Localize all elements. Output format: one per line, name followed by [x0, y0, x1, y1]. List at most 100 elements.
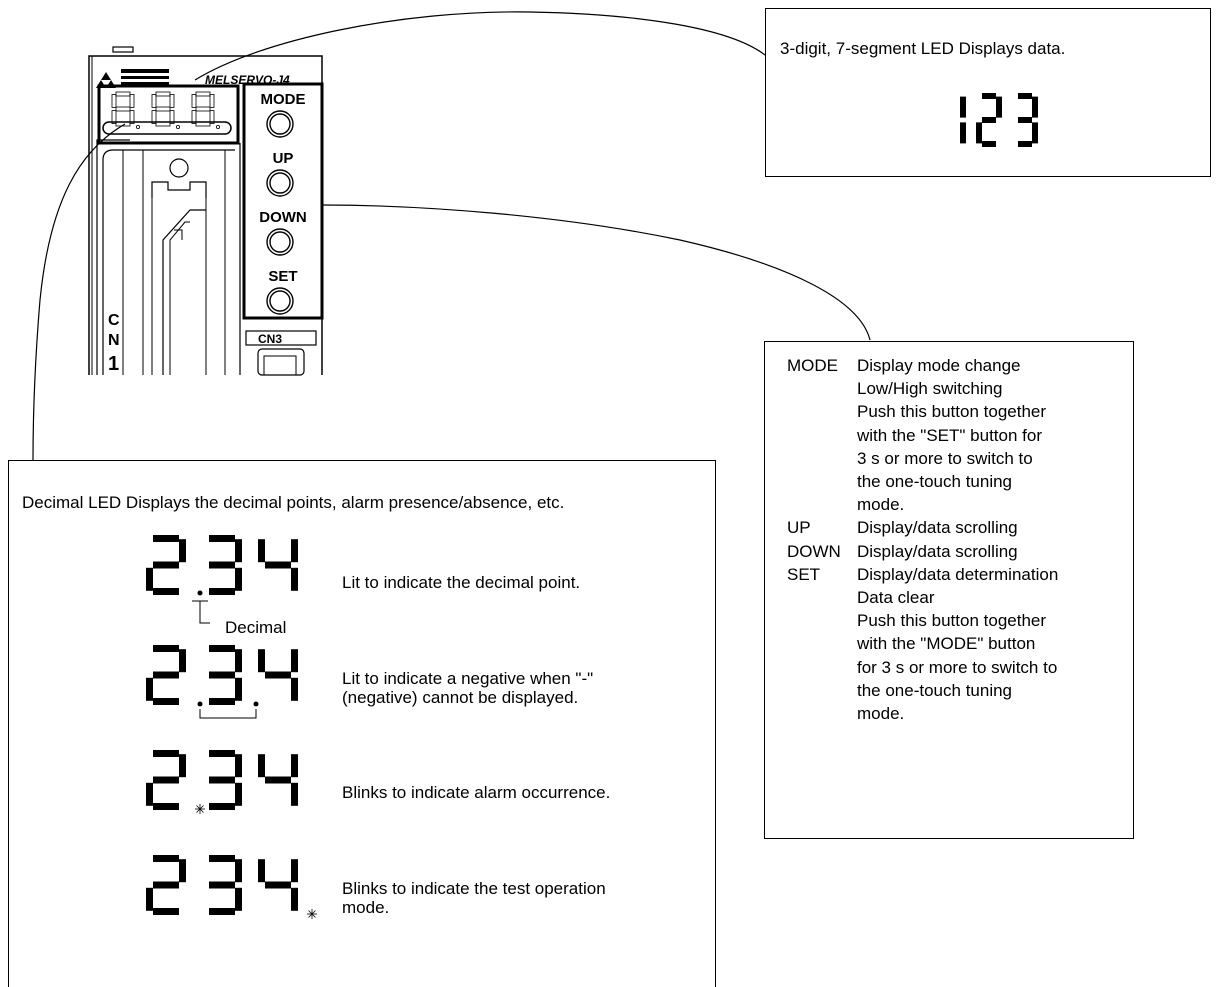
digit-segment-d	[209, 698, 235, 705]
led-description-box: 3-digit, 7-segment LED Displays data.	[765, 8, 1211, 177]
decimal-example-4-digits	[146, 855, 317, 919]
digit-segment-a	[153, 750, 179, 757]
button-description-line: Display mode change	[857, 356, 1021, 375]
digit-segment-g	[982, 117, 996, 123]
decimal-example-1-digits	[146, 535, 298, 624]
device-decimal-point	[135, 125, 140, 130]
digit-segment-a	[153, 535, 179, 542]
digit-segment-g	[209, 881, 235, 889]
digit-segment-b	[291, 754, 298, 778]
digit-segment-b	[996, 96, 1002, 118]
device-button-label-up: UP	[273, 150, 294, 167]
button-description-line: with the "SET" button for	[857, 425, 1042, 445]
example-2-text: Lit to indicate a negative when "-" (neg…	[342, 669, 593, 707]
digit-segment-d	[153, 908, 179, 915]
blink-indicator-icon	[195, 804, 205, 814]
digit-segment-a	[209, 535, 235, 542]
digit-segment-b	[235, 539, 242, 563]
digit-segment-c	[1032, 122, 1038, 144]
digit-segment-c	[291, 782, 298, 806]
cn3-label-box	[245, 330, 317, 346]
svg-text:1: 1	[108, 353, 119, 375]
device-button-label-set: SET	[268, 268, 297, 285]
digit-segment-b	[235, 859, 242, 883]
digit-segment-a	[982, 93, 996, 99]
negative-dot-1	[197, 701, 203, 707]
digit-segment-d	[153, 588, 179, 595]
button-description-line: the one-touch tuning	[857, 472, 1013, 491]
button-description-line: Display/data scrolling	[857, 541, 1018, 561]
digit-segment-d	[209, 908, 235, 915]
example-4-text: Blinks to indicate the test operation mo…	[342, 879, 606, 917]
device-button-up[interactable]	[269, 172, 291, 194]
button-description-line: for 3 s or more to switch to	[857, 657, 1058, 677]
digit-segment-b	[235, 754, 242, 778]
digit-segment-f	[151, 94, 157, 108]
example-2-line-2: (negative) cannot be displayed.	[342, 688, 579, 707]
device-button-mode[interactable]	[269, 113, 291, 135]
led-sample-digits	[960, 93, 1038, 147]
button-description-line: Display/data scrolling	[857, 518, 1018, 538]
button-description-line: Push this button together	[857, 611, 1047, 631]
decimal-example-3-digits	[146, 750, 298, 814]
device-button-set[interactable]	[269, 290, 291, 312]
device-button-mode[interactable]	[266, 110, 294, 138]
device-button-set[interactable]	[266, 287, 294, 315]
digit-segment-g	[209, 671, 235, 679]
digit-segment-e	[146, 677, 153, 701]
digit-segment-c	[235, 567, 242, 591]
button-panel	[242, 82, 324, 320]
decimal-caption: Decimal LED Displays the decimal points,…	[22, 493, 565, 512]
digit-segment-b	[179, 754, 186, 778]
digit-segment-b	[179, 539, 186, 563]
digit-segment-f	[111, 94, 117, 108]
button-description-line: Display/data determination	[857, 564, 1059, 584]
device-decimal-point	[175, 125, 180, 130]
digit-segment-d	[153, 698, 179, 705]
button-description-line: mode.	[857, 495, 905, 515]
digit-segment-c	[235, 782, 242, 806]
digit-segment-f	[258, 649, 265, 673]
digit-segment-g	[195, 106, 211, 112]
digit-segment-e	[191, 110, 197, 124]
device-button-down[interactable]	[269, 231, 291, 253]
digit-segment-a	[209, 645, 235, 652]
digit-segment-e	[146, 887, 153, 911]
button-key-down: DOWN	[787, 541, 841, 561]
digit-segment-b	[169, 94, 175, 108]
example-4-line-2: mode.	[342, 898, 390, 917]
digit-segment-f	[258, 859, 265, 883]
device-button-up[interactable]	[266, 169, 294, 197]
button-key-set: SET	[787, 564, 821, 584]
digit-segment-e	[976, 122, 982, 144]
button-description-line: with the "MODE" button	[857, 634, 1036, 654]
example-2-line-1: Lit to indicate a negative when "-"	[342, 669, 594, 688]
decimal-led-box: Decimal LED Displays the decimal points,…	[8, 460, 716, 987]
digit-segment-b	[179, 859, 186, 883]
digit-segment-d	[1018, 141, 1032, 147]
decimal-point-indicator	[197, 590, 203, 596]
device-button-label-down: DOWN	[259, 209, 307, 226]
decimal-example-2-digits	[146, 645, 298, 719]
example-3-text: Blinks to indicate alarm occurrence.	[342, 783, 611, 802]
digit-segment-c	[169, 110, 175, 124]
example-4-line-1: Blinks to indicate the test operation	[342, 879, 606, 898]
usb-connector-icon	[257, 348, 305, 376]
digit-segment-b	[129, 94, 135, 108]
digit-segment-c	[960, 122, 966, 144]
digit-segment-b	[291, 649, 298, 673]
cn3-label: CN3	[258, 332, 282, 346]
button-callout-line	[321, 204, 871, 341]
digit-segment-g	[153, 881, 179, 889]
digit-segment-c	[235, 887, 242, 911]
digit-segment-b	[235, 649, 242, 673]
digit-segment-b	[209, 94, 215, 108]
digit-segment-a	[155, 91, 171, 97]
blink-indicator-icon	[307, 909, 317, 919]
device-button-down[interactable]	[266, 228, 294, 256]
digit-segment-f	[258, 539, 265, 563]
digit-segment-g	[209, 776, 235, 784]
button-description-line: 3 s or more to switch to	[857, 448, 1033, 468]
digit-segment-a	[209, 855, 235, 862]
digit-segment-b	[179, 649, 186, 673]
